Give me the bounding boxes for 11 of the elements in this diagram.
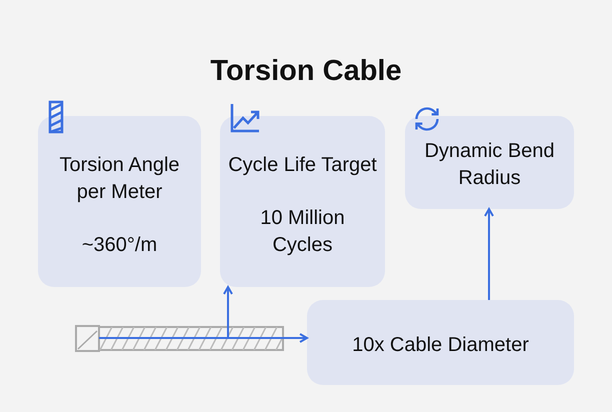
arrow [484, 208, 494, 300]
card-heading: Cycle Life Target [228, 153, 377, 178]
arrow [223, 286, 233, 338]
card-value: ~360°/m [82, 233, 158, 258]
card-heading: Torsion Angle per Meter [58, 153, 181, 205]
title: Torsion Cable [209, 54, 403, 89]
card-heading: 10x Cable Diameter [352, 333, 529, 358]
arrow [99, 333, 308, 343]
card-value: 10 Million Cycles [259, 206, 346, 258]
card-heading: Dynamic Bend Radius [423, 138, 556, 190]
info-card [307, 300, 574, 385]
